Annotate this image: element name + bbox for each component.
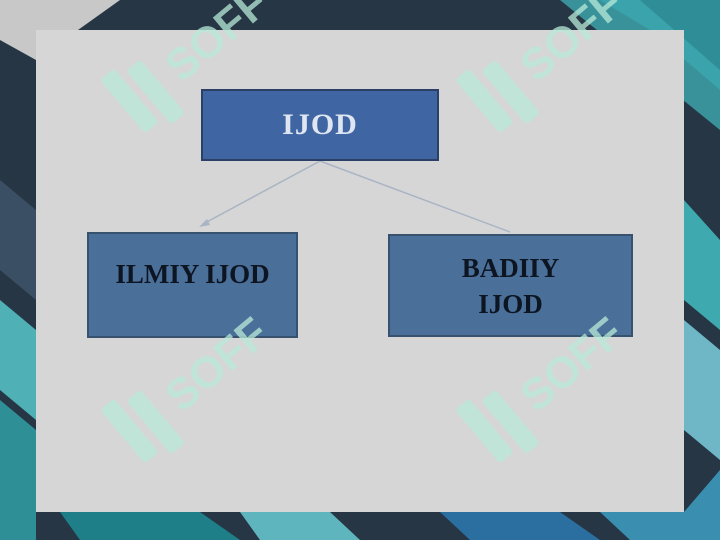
child-node-label-right: BADIIY IJOD: [461, 252, 560, 319]
child-node-label-left: ILMIY IJOD: [115, 259, 270, 289]
root-node-label: IJOD: [282, 108, 358, 141]
connector-left-arrowhead: [199, 219, 210, 227]
child-node-badiiy-ijod: BADIIY IJOD: [388, 234, 633, 337]
connector-right: [319, 160, 511, 233]
connector-left: [202, 160, 321, 225]
root-node-ijod: IJOD: [201, 89, 439, 161]
child-node-ilmiy-ijod: ILMIY IJOD: [87, 232, 298, 338]
